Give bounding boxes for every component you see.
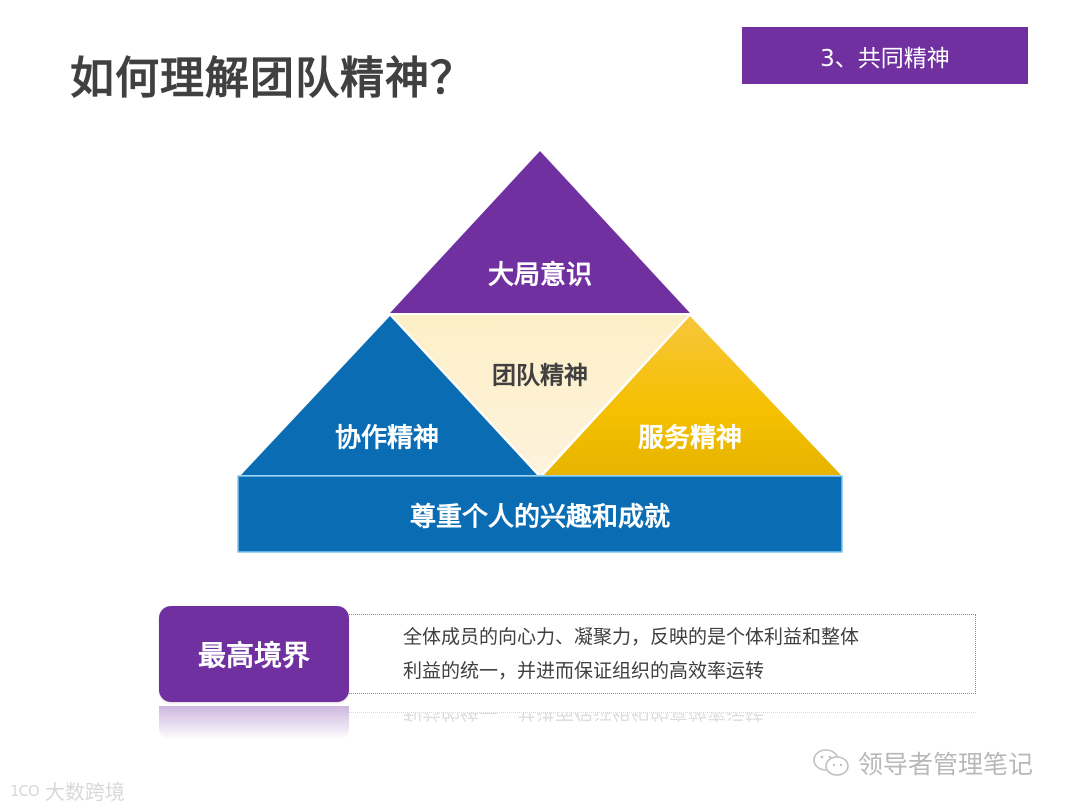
- slide-title: 如何理解团队精神？: [70, 53, 475, 104]
- wechat-icon: [813, 749, 849, 776]
- right-triangle: [544, 316, 841, 475]
- highest-realm-reflection: [159, 706, 349, 740]
- description-line-1: 全体成员的向心力、凝聚力，反映的是个体利益和整体: [403, 626, 860, 648]
- watermark-right-text: 领导者管理笔记: [858, 750, 1034, 779]
- section-badge-label: 3、共同精神: [820, 45, 950, 72]
- center-label: 团队精神: [492, 361, 588, 390]
- top-triangle: [390, 151, 690, 313]
- base-label: 尊重个人的兴趣和成就: [409, 502, 671, 533]
- description-reflection-text: 利益的统一，并进而保证组织的高效率运转: [403, 712, 765, 723]
- description-line-2: 利益的统一，并进而保证组织的高效率运转: [403, 660, 765, 682]
- left-triangle: [241, 316, 537, 475]
- section-badge: 3、共同精神: [742, 27, 1028, 84]
- center-triangle: [392, 315, 688, 475]
- watermark-left: 1CO 大数跨境: [10, 776, 125, 805]
- description-text: 全体成员的向心力、凝聚力，反映的是个体利益和整体 利益的统一，并进而保证组织的高…: [403, 620, 963, 688]
- base-bar: [237, 475, 843, 553]
- description-frame: [349, 614, 976, 694]
- watermark-right: 领导者管理笔记: [812, 745, 1033, 781]
- highest-realm-badge: 最高境界: [159, 606, 349, 702]
- description-reflection: 利益的统一，并进而保证组织的高效率运转: [349, 712, 976, 749]
- watermark-left-text: 大数跨境: [44, 780, 125, 804]
- right-label: 服务精神: [637, 423, 743, 454]
- left-label: 协作精神: [334, 423, 440, 454]
- brand-logo-icon: 1CO: [10, 781, 40, 800]
- top-label: 大局意识: [487, 260, 593, 291]
- highest-realm-label: 最高境界: [197, 639, 310, 672]
